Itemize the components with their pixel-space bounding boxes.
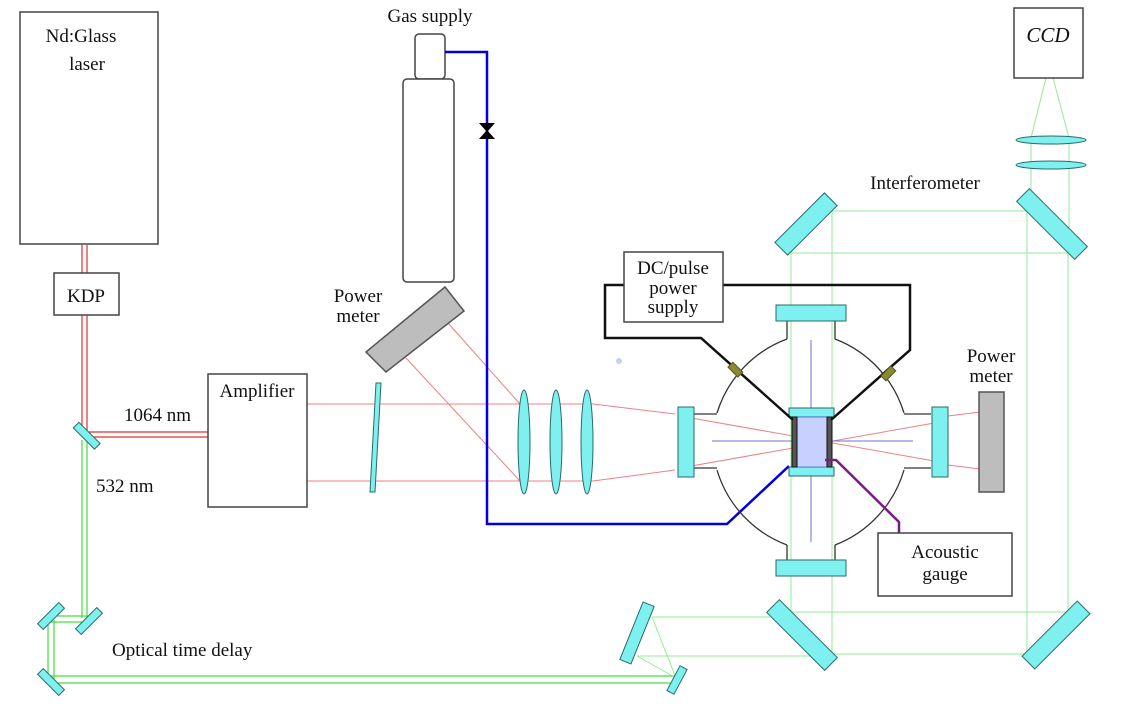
gas-cylinder-body xyxy=(402,78,455,283)
power-meter-left: Power meter xyxy=(334,285,466,373)
acoustic-signal-line xyxy=(825,458,901,533)
green-wavelength-label: 532 nm xyxy=(96,476,154,497)
gas-valve-icon xyxy=(479,123,495,139)
amplifier-label: Amplifier xyxy=(220,381,296,402)
power-meter-right: Power meter xyxy=(967,346,1016,493)
mirror-upper-left xyxy=(774,192,838,256)
lens-2 xyxy=(549,389,563,495)
window-left xyxy=(677,406,695,478)
kdp-label: KDP xyxy=(67,286,105,307)
mirror-lower-left xyxy=(765,598,839,672)
kdp-crystal: KDP xyxy=(53,272,120,316)
feedthrough-right xyxy=(880,365,897,382)
delay-mirror-4 xyxy=(619,601,655,665)
dc-supply-line3: supply xyxy=(648,297,699,318)
power-meter-left-line2: meter xyxy=(336,306,380,327)
laser-label-line2: laser xyxy=(69,54,106,75)
electrical-wires xyxy=(603,283,912,421)
gas-supply: Gas supply xyxy=(388,6,473,283)
delay-mirror-2 xyxy=(74,606,104,636)
acoustic-gauge-line2: gauge xyxy=(922,564,967,585)
interferometer-mirrors: Interferometer xyxy=(765,173,1091,672)
wedge-beam-sampler xyxy=(369,382,382,493)
dc-pulse-power-supply: DC/pulse power supply xyxy=(623,251,724,323)
lens-3 xyxy=(580,389,594,495)
imaging-lenses xyxy=(1015,135,1087,170)
window-right xyxy=(931,406,949,478)
discharge-cell xyxy=(788,407,835,477)
vacuum-chamber xyxy=(677,304,949,577)
gas-supply-label: Gas supply xyxy=(388,6,473,27)
gas-line xyxy=(445,50,790,526)
optical-time-delay: Optical time delay xyxy=(36,601,688,697)
window-bottom xyxy=(775,559,847,577)
power-meter-right-line1: Power xyxy=(967,346,1016,367)
focusing-lenses xyxy=(517,389,594,495)
ccd-label: CCD xyxy=(1026,23,1069,47)
dc-supply-line2: power xyxy=(649,278,697,299)
gas-cylinder-valve xyxy=(414,33,446,80)
stray-speck xyxy=(616,358,622,364)
dichroic-beam-splitter xyxy=(72,421,101,450)
mirror-upper-right xyxy=(1015,187,1089,261)
delay-mirror-1 xyxy=(36,601,66,631)
delay-mirror-3 xyxy=(36,667,66,697)
time-delay-label: Optical time delay xyxy=(112,640,253,661)
delay-mirror-5 xyxy=(666,665,688,695)
power-meter-left-line1: Power xyxy=(334,286,383,307)
ir-wavelength-label: 1064 nm xyxy=(124,405,191,426)
nd-glass-laser: Nd:Glass laser xyxy=(19,11,159,245)
dc-supply-line1: DC/pulse xyxy=(637,258,709,279)
ccd-camera: CCD xyxy=(1013,7,1084,79)
acoustic-gauge-line1: Acoustic xyxy=(911,542,979,563)
window-top xyxy=(775,304,847,322)
power-meter-right-line2: meter xyxy=(969,366,1013,387)
feedthrough-left xyxy=(727,361,744,378)
acoustic-gauge: Acoustic gauge xyxy=(877,532,1013,597)
laser-label-line1: Nd:Glass xyxy=(46,26,117,47)
lens-1 xyxy=(517,389,531,495)
interferometer-label: Interferometer xyxy=(870,173,980,194)
mirror-lower-right xyxy=(1021,600,1091,670)
amplifier: Amplifier xyxy=(207,373,308,508)
